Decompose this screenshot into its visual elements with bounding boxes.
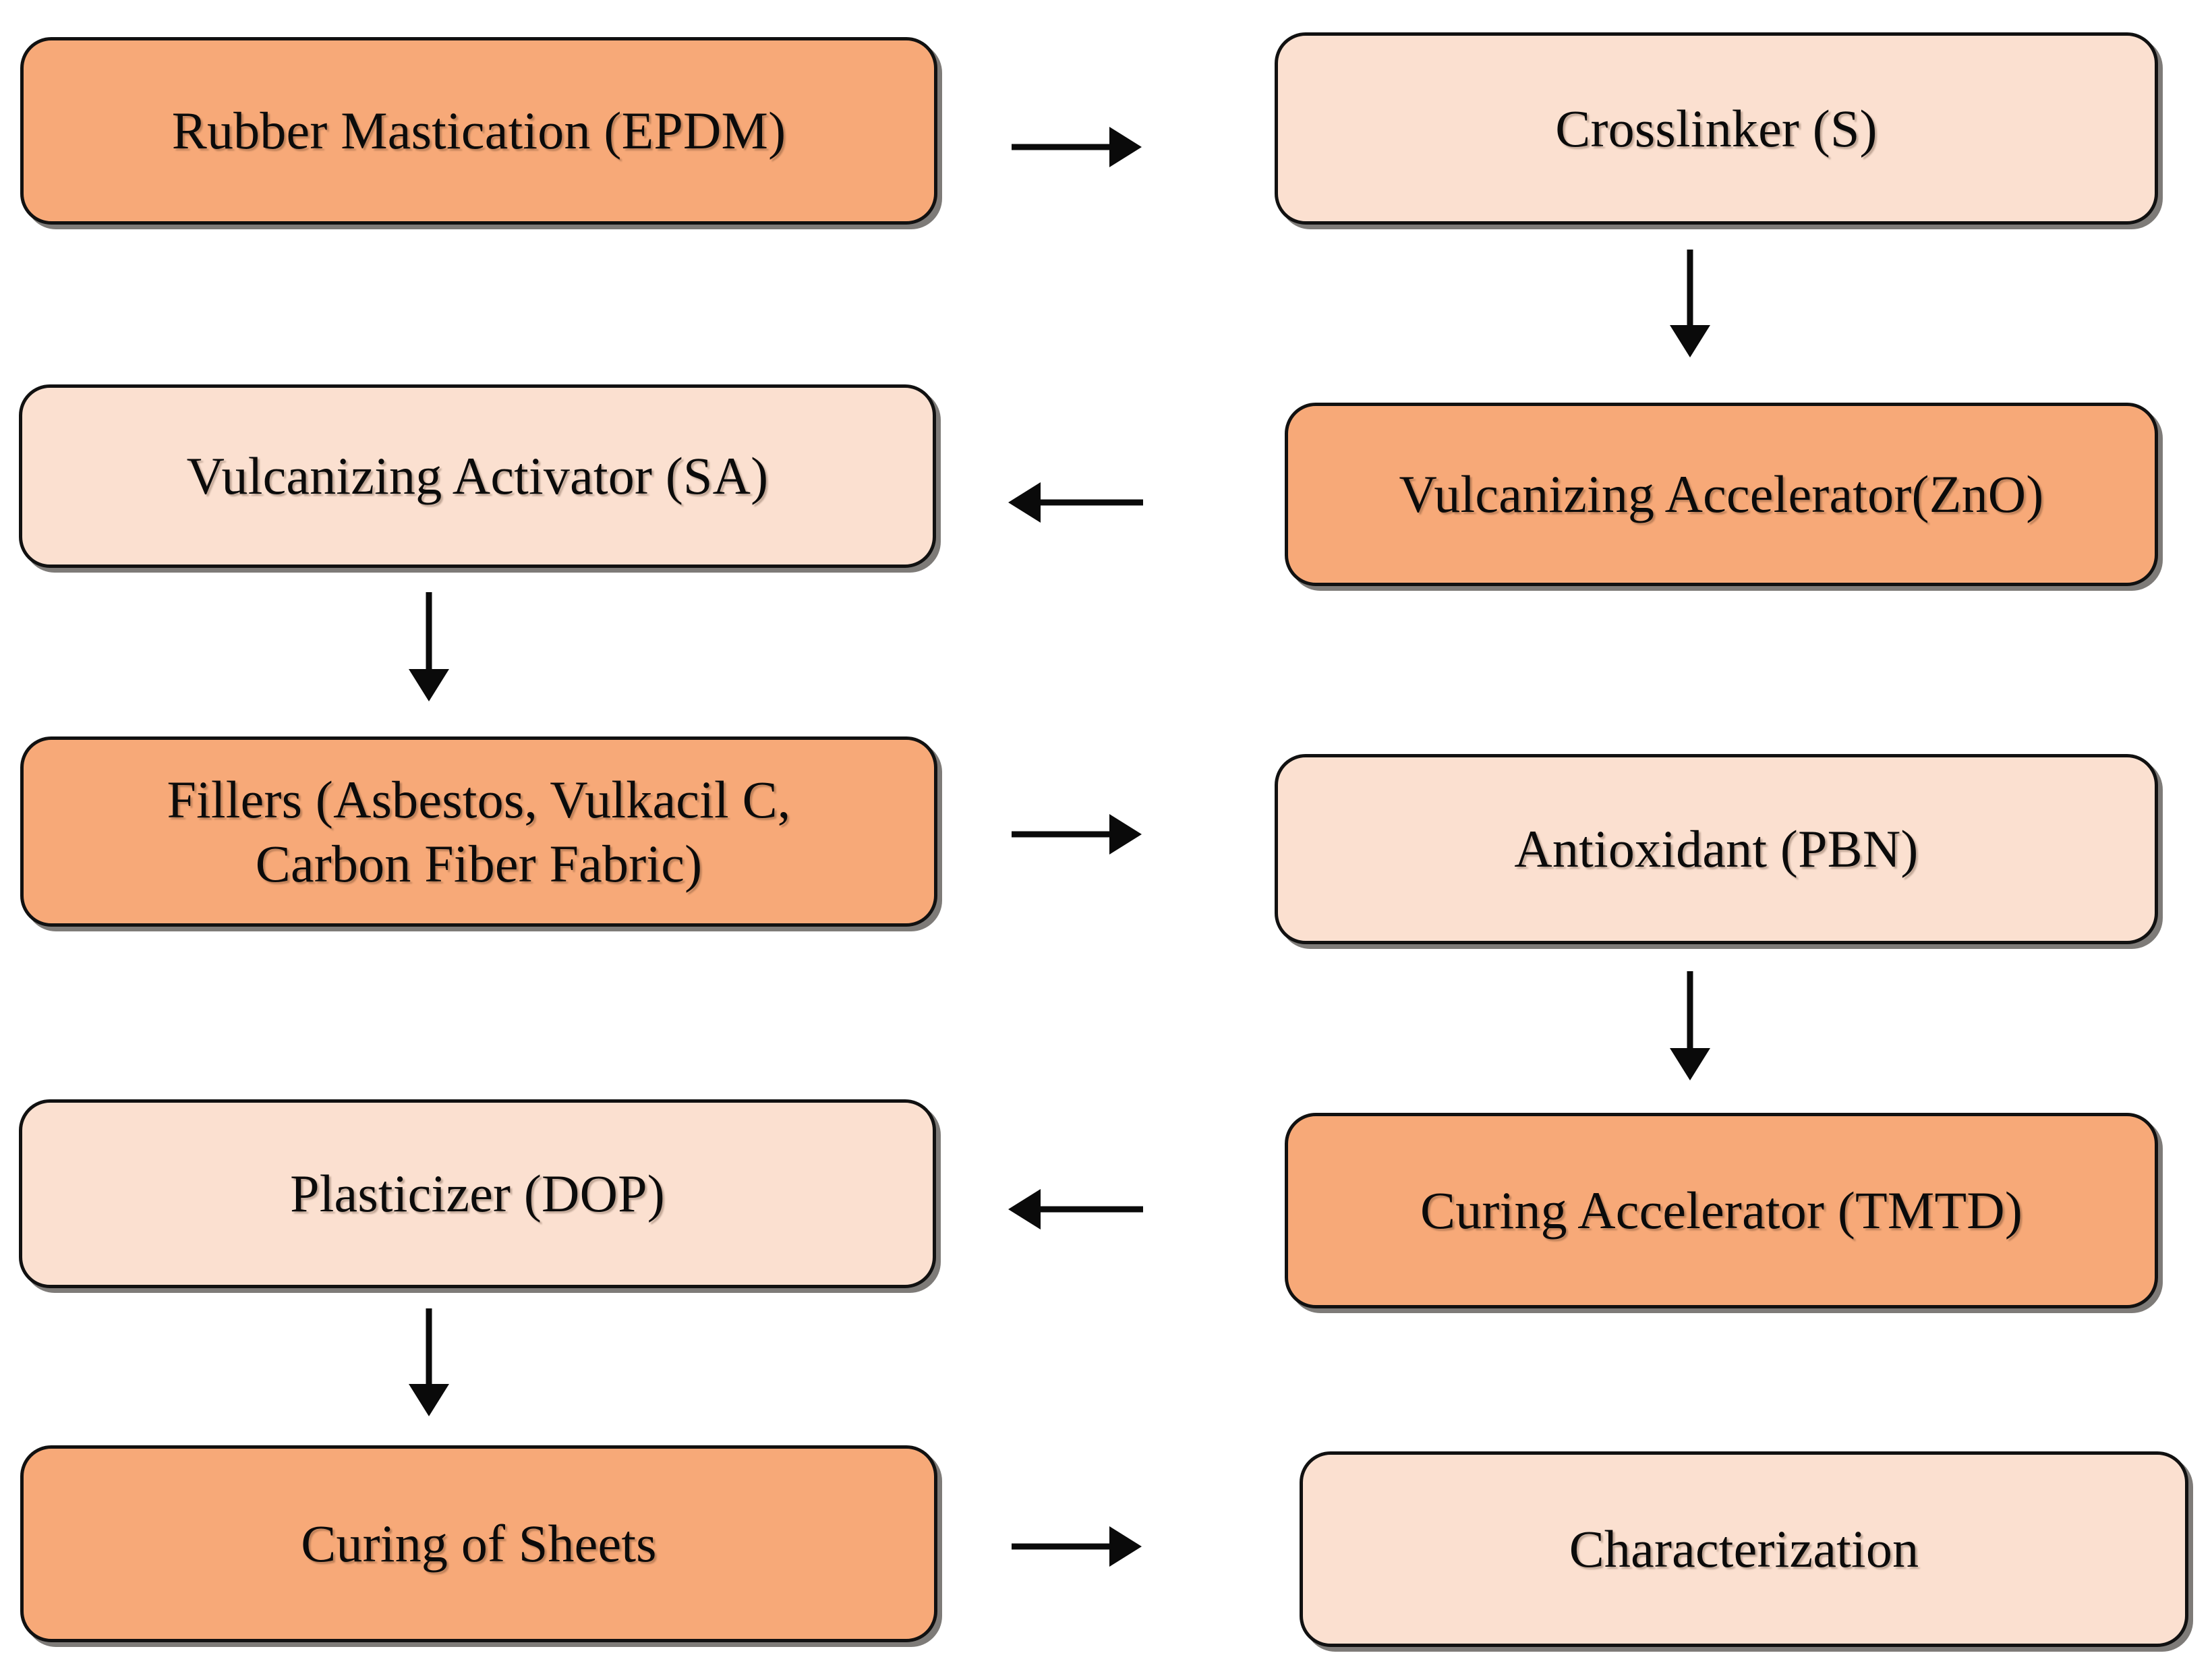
node-label-line1: Fillers (Asbestos, Vulkacil C, bbox=[167, 770, 791, 829]
node-label: Fillers (Asbestos, Vulkacil C, Carbon Fi… bbox=[44, 768, 914, 896]
node-curing-accelerator[interactable]: Curing Accelerator (TMTD) bbox=[1285, 1113, 2158, 1308]
node-label: Characterization bbox=[1569, 1520, 1919, 1579]
arrow-down-icon-e2 bbox=[1669, 250, 1711, 357]
node-fillers[interactable]: Fillers (Asbestos, Vulkacil C, Carbon Fi… bbox=[20, 736, 937, 927]
arrow-right-icon-e5 bbox=[1012, 813, 1143, 855]
node-vulcanizing-activator[interactable]: Vulcanizing Activator (SA) bbox=[19, 384, 936, 568]
arrow-right-icon-e1 bbox=[1012, 126, 1143, 168]
node-vulcanizing-accelerator[interactable]: Vulcanizing Accelerator(ZnO) bbox=[1285, 403, 2158, 586]
node-label-line2: Carbon Fiber Fabric) bbox=[255, 834, 703, 893]
arrow-down-icon-e8 bbox=[408, 1308, 450, 1420]
arrow-left-icon-e7 bbox=[1008, 1188, 1143, 1230]
node-label: Curing Accelerator (TMTD) bbox=[1420, 1181, 2022, 1240]
node-characterization[interactable]: Characterization bbox=[1300, 1451, 2188, 1647]
node-label: Rubber Mastication (EPDM) bbox=[171, 101, 786, 161]
arrow-down-icon-e4 bbox=[408, 592, 450, 703]
node-plasticizer[interactable]: Plasticizer (DOP) bbox=[19, 1099, 936, 1288]
arrow-left-icon-e3 bbox=[1008, 482, 1143, 523]
node-label: Antioxidant (PBN) bbox=[1514, 819, 1919, 879]
node-crosslinker[interactable]: Crosslinker (S) bbox=[1275, 32, 2158, 225]
node-label: Plasticizer (DOP) bbox=[290, 1164, 665, 1223]
node-label: Vulcanizing Accelerator(ZnO) bbox=[1399, 465, 2044, 524]
node-curing-of-sheets[interactable]: Curing of Sheets bbox=[20, 1445, 937, 1642]
node-rubber-mastication[interactable]: Rubber Mastication (EPDM) bbox=[20, 37, 937, 225]
node-label: Crosslinker (S) bbox=[1555, 98, 1878, 158]
node-antioxidant[interactable]: Antioxidant (PBN) bbox=[1275, 754, 2158, 944]
arrow-right-icon-e9 bbox=[1012, 1526, 1143, 1567]
arrow-down-icon-e6 bbox=[1669, 971, 1711, 1082]
node-label: Vulcanizing Activator (SA) bbox=[186, 446, 769, 506]
node-label: Curing of Sheets bbox=[301, 1514, 657, 1573]
